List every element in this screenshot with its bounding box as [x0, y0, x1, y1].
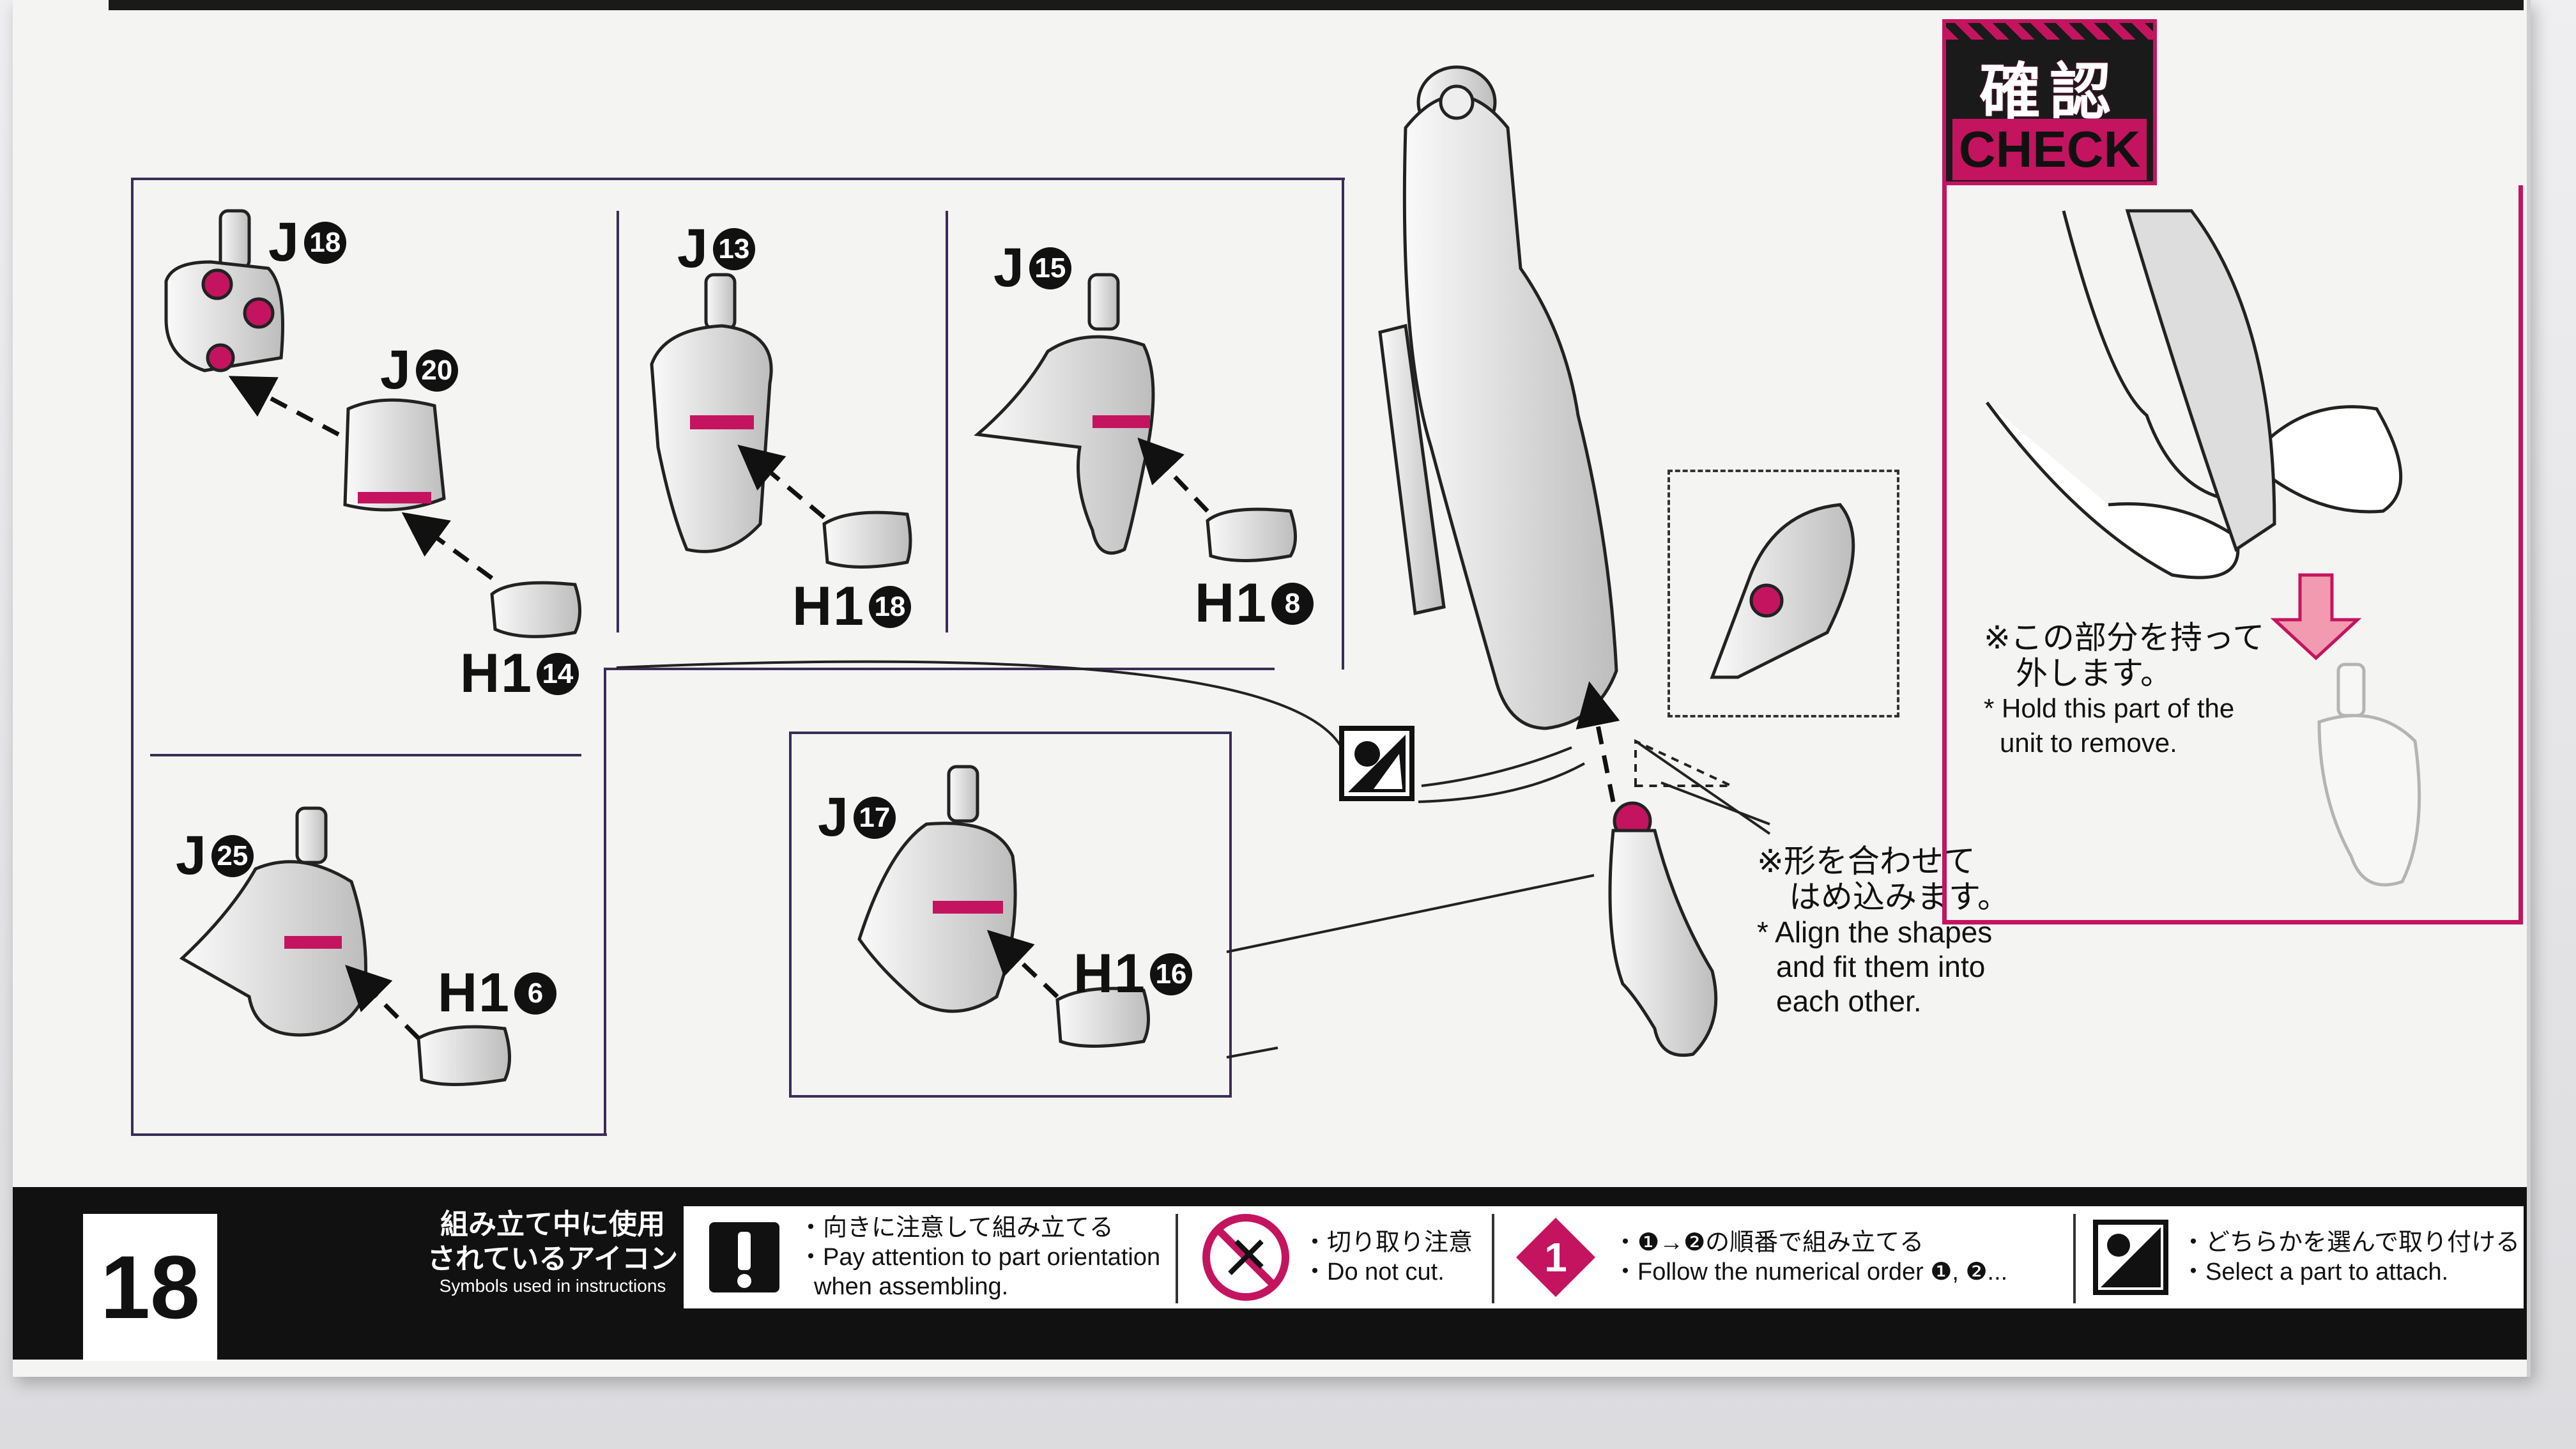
legend-select-part: ・どちらかを選んで取り付ける ・Select a part to attach. [2089, 1206, 2524, 1308]
frame-line [604, 668, 606, 1136]
symbols-legend [684, 1206, 2524, 1308]
arm-unit [1378, 65, 1618, 730]
panel-j17 [789, 732, 1232, 1098]
part-j13 [650, 273, 773, 553]
check-note: ※この部分を持って 外します。 * Hold this part of the … [1984, 620, 2265, 758]
svg-text:1: 1 [1544, 1234, 1567, 1280]
page-number: 18 [83, 1214, 217, 1361]
panel-left-top [131, 178, 1345, 180]
warning-stripe [1946, 23, 2153, 40]
part-j17 [857, 765, 1017, 1013]
legend-no-cut: ・切り取り注意 ・Do not cut. [1198, 1206, 1485, 1308]
part-j18 [164, 209, 284, 372]
hand-assembly [1608, 801, 1718, 1057]
part-j15 [974, 273, 1155, 555]
check-illustration [1985, 209, 2421, 887]
frame-line [131, 178, 134, 1136]
detail-inset [1667, 470, 1899, 717]
part-j20 [343, 398, 446, 512]
align-shapes-note: ※形を合わせて はめ込みます。 * Align the shapes and f… [1757, 843, 2009, 1018]
part-h1-6 [417, 1025, 511, 1086]
no-cut-icon [1202, 1214, 1289, 1301]
legend-divider [2073, 1214, 2076, 1303]
select-part-icon [1339, 726, 1414, 801]
frame-line [1342, 178, 1344, 670]
check-kanji: 確認 [1979, 58, 2120, 126]
select-part-icon [2093, 1220, 2168, 1295]
exclamation-icon [709, 1222, 779, 1292]
part-h1-8 [1206, 507, 1297, 562]
manual-page [13, 0, 2531, 1377]
check-panel [1942, 185, 2523, 924]
frame-line [604, 668, 1275, 670]
part-h1-18 [822, 510, 912, 569]
check-badge: 確認 CHECK [1942, 19, 2157, 185]
symbols-title: 組み立て中に使用 されているアイコン Symbols used in instr… [422, 1206, 684, 1308]
part-h1-16 [1055, 986, 1150, 1048]
frame-line [617, 211, 619, 632]
top-rule [109, 0, 2524, 10]
part-j25 [179, 806, 367, 1037]
legend-divider [1176, 1214, 1178, 1303]
legend-orientation: ・向きに注意して組み立てる ・Pay attention to part ori… [703, 1206, 1176, 1308]
frame-line [131, 1133, 607, 1136]
check-word: CHECK [1952, 119, 2147, 180]
legend-numerical-order: 1 ・❶→❷の順番で組み立てる ・Follow the numerical or… [1511, 1206, 2067, 1308]
numbered-step-icon: 1 [1516, 1218, 1595, 1297]
frame-line [946, 211, 948, 632]
legend-divider [1492, 1214, 1494, 1303]
inset-hand [1710, 503, 1855, 679]
frame-line [150, 754, 581, 756]
part-h1-14 [490, 581, 581, 638]
